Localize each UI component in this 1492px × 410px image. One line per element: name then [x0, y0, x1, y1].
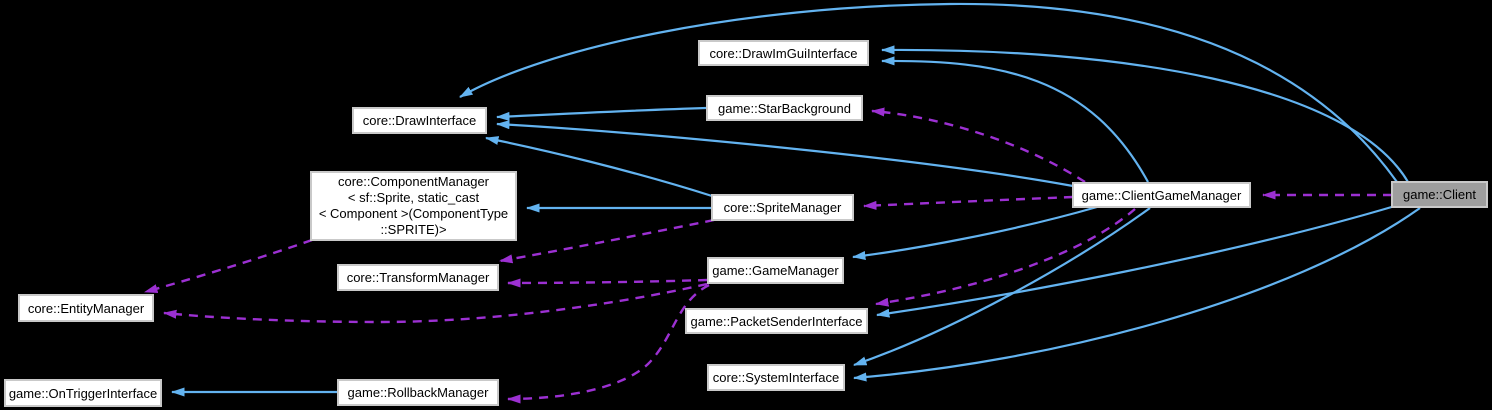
edge-client-to-packetsenderinterface [876, 204, 1396, 318]
node-label: core::SpriteManager [723, 200, 842, 215]
edge-client-to-drawinterface [459, 2, 1398, 183]
node-game-gamemanager[interactable]: game::GameManager [707, 257, 844, 284]
edge-gamemanager-uses-transformmanager [507, 278, 708, 288]
node-game-client[interactable]: game::Client [1391, 181, 1488, 208]
node-game-packetsenderinterface[interactable]: game::PacketSenderInterface [685, 308, 868, 334]
node-label: game::StarBackground [718, 100, 851, 116]
edge-spritemanager-uses-transformmanager [499, 218, 715, 264]
edge-clientgamemanager-to-drawimguiinterface [881, 56, 1149, 183]
node-core-drawimguiinterface[interactable]: core::DrawImGuiInterface [698, 40, 869, 66]
node-label: core::TransformManager [346, 270, 490, 285]
edge-componentmanager-uses-entitymanager [144, 238, 313, 294]
node-game-ontriggerinterface[interactable]: game::OnTriggerInterface [4, 379, 162, 407]
node-label-line: ::SPRITE)> [380, 222, 447, 237]
edge-clientgamemanager-uses-packetsenderinterface [875, 208, 1136, 307]
node-label-line: core::ComponentManager [337, 174, 490, 189]
node-label: game::PacketSenderInterface [690, 313, 863, 329]
edge-gamemanager-uses-rollbackmanager [507, 283, 710, 404]
node-label: core::SystemInterface [712, 370, 840, 385]
node-label-line: < Component >(ComponentType [318, 206, 509, 221]
edge-gamemanager-uses-entitymanager [163, 282, 708, 324]
node-game-starbackground[interactable]: game::StarBackground [706, 95, 863, 121]
edge-spritemanager-to-drawinterface [485, 136, 713, 198]
node-core-spritemanager[interactable]: core::SpriteManager [711, 194, 854, 221]
node-core-entitymanager[interactable]: core::EntityManager [18, 294, 154, 322]
node-core-systeminterface[interactable]: core::SystemInterface [707, 364, 845, 391]
node-label: game::GameManager [712, 263, 839, 278]
node-label-line: < sf::Sprite, static_cast [347, 190, 480, 205]
node-core-componentmanager-sprite[interactable]: core::ComponentManager < sf::Sprite, sta… [310, 171, 517, 241]
edge-clientgamemanager-uses-spritemanager [863, 195, 1074, 210]
node-label: core::DrawInterface [362, 113, 477, 128]
node-label: core::ComponentManager < sf::Sprite, sta… [319, 174, 508, 238]
node-game-clientgamemanager[interactable]: game::ClientGameManager [1072, 182, 1251, 208]
node-core-drawinterface[interactable]: core::DrawInterface [352, 107, 487, 134]
edge-clientgamemanager-to-gamemanager [852, 205, 1098, 260]
edge-clientgamemanager-to-drawinterface [496, 120, 1074, 188]
node-label: game::ClientGameManager [1081, 187, 1242, 203]
edge-client-to-drawimguiinterface [881, 45, 1409, 183]
edge-client-to-systeminterface [853, 207, 1421, 382]
node-game-rollbackmanager[interactable]: game::RollbackManager [337, 379, 499, 406]
node-label: core::DrawImGuiInterface [709, 45, 858, 61]
node-label: game::Client [1403, 187, 1476, 202]
node-core-transformmanager[interactable]: core::TransformManager [337, 264, 499, 291]
edge-clientgamemanager-uses-starbackground [871, 107, 1086, 184]
node-label: core::EntityManager [27, 300, 145, 316]
edge-clientgamemanager-to-systeminterface [853, 207, 1151, 367]
node-label: game::RollbackManager [347, 385, 489, 400]
edge-starbackground-to-drawinterface [496, 106, 707, 121]
node-label: game::OnTriggerInterface [8, 385, 158, 401]
